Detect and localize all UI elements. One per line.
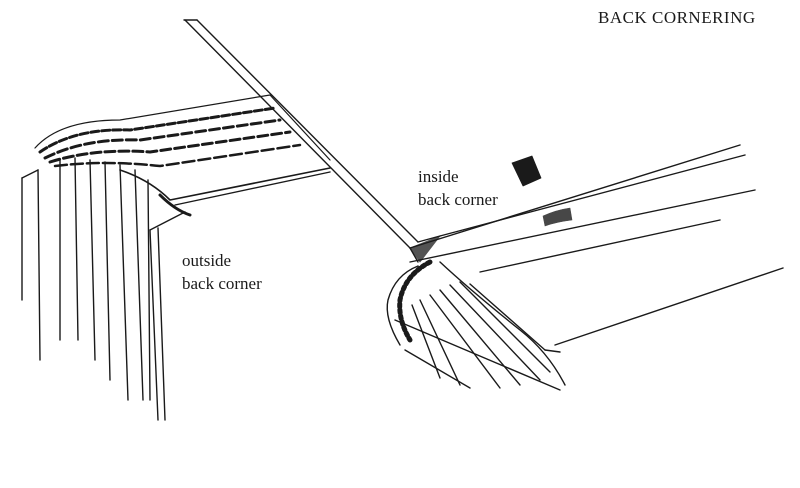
outside-back-corner-label: outside back corner [182,249,262,295]
diagonal-board [183,19,419,249]
inside-back-corner-label: inside back corner [418,165,498,211]
inside-label-line2: back corner [418,190,498,209]
right-book-block [386,259,566,391]
left-book-block [21,94,331,421]
outside-label-line1: outside [182,251,232,270]
inside-label-line1: inside [418,167,459,186]
diagram-title: BACK CORNERING [598,8,756,27]
outside-label-line2: back corner [182,274,262,293]
inside-corner-board [409,144,784,353]
